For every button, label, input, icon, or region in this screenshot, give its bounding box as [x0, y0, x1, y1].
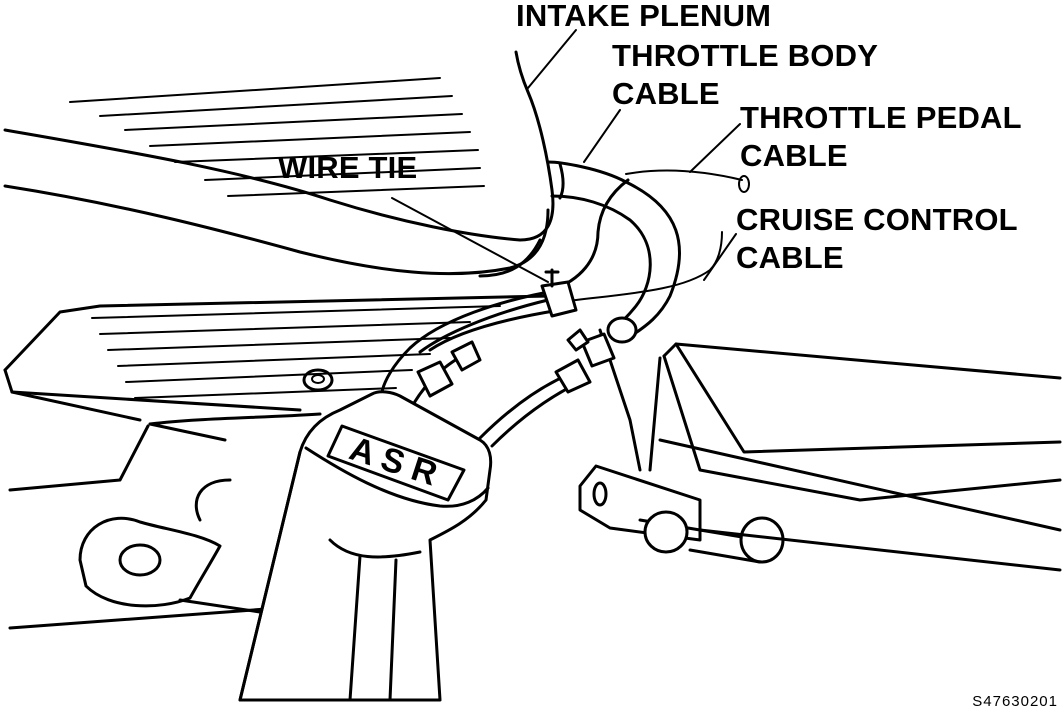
lower-left-bracket [8, 478, 292, 630]
intake-plenum [3, 50, 555, 278]
bracket-assembly [578, 438, 1062, 572]
label-wire-tie: WIRE TIE [278, 150, 417, 185]
wire-tie [391, 197, 578, 318]
leader-throttle-pedal-cable [689, 123, 741, 173]
label-intake-plenum: INTAKE PLENUM [516, 0, 771, 33]
leader-cruise-control-cable [703, 233, 737, 281]
label-cruise-control-cable-1: CRUISE CONTROL [736, 202, 1018, 237]
right-side-box [648, 342, 1062, 502]
leader-intake-plenum [527, 29, 577, 89]
label-throttle-pedal-cable-1: THROTTLE PEDAL [740, 100, 1022, 135]
cable-routing [380, 160, 750, 448]
asr-actuator: A S R [238, 390, 493, 702]
leader-throttle-body-cable [583, 109, 621, 163]
leader-lines [527, 29, 741, 281]
valve-cover [3, 294, 642, 492]
label-throttle-body-cable-1: THROTTLE BODY [612, 38, 878, 73]
label-cruise-control-cable-2: CABLE [736, 240, 844, 275]
label-throttle-pedal-cable-2: CABLE [740, 138, 848, 173]
label-throttle-body-cable-2: CABLE [612, 76, 720, 111]
figure-code: S47630201 [972, 693, 1058, 710]
